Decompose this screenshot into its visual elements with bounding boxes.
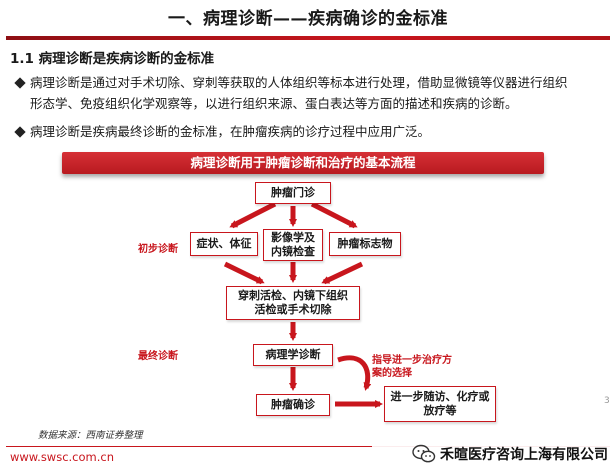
- node-tumor-clinic-label: 肿瘤门诊: [271, 186, 315, 199]
- arrow-clinic-markers: [310, 201, 358, 229]
- guidance-note: 指导进一步治疗方 案的选择: [372, 354, 452, 380]
- node-followup-label-1: 进一步随访、化疗或: [390, 390, 490, 403]
- node-biopsy-label-1: 穿刺活检、内镜下组织: [238, 289, 348, 302]
- section-heading: 1.1 病理诊断是疾病诊断的金标准: [10, 51, 215, 67]
- watermark-text: 禾暄医疗咨询上海有限公司: [440, 447, 608, 463]
- node-biopsy: 穿刺活检、内镜下组织 活检或手术切除: [226, 286, 360, 320]
- node-symptoms-label: 症状、体征: [196, 237, 252, 250]
- node-tumor-markers: 肿瘤标志物: [329, 232, 401, 256]
- stage-final-diagnosis: 最终诊断: [138, 351, 178, 362]
- flowchart-header: 病理诊断用于肿瘤诊断和治疗的基本流程: [62, 152, 544, 174]
- node-tumor-clinic: 肿瘤门诊: [255, 182, 331, 204]
- footer-divider: [6, 446, 610, 447]
- node-pathology-diagnosis: 病理学诊断: [253, 344, 333, 366]
- bullet-1-line-1: 病理诊断是通过对手术切除、穿刺等获取的人体组织等标本进行处理，借助显微镜等仪器进…: [30, 75, 568, 90]
- arrow-clinic-symptoms: [229, 201, 277, 229]
- node-symptoms: 症状、体征: [190, 232, 258, 256]
- node-pathology-diagnosis-label: 病理学诊断: [265, 348, 321, 361]
- node-biopsy-label-2: 活检或手术切除: [254, 303, 332, 316]
- page-title: 一、病理诊断——疾病确诊的金标准: [168, 9, 448, 29]
- arrow-symptoms-biopsy: [223, 261, 265, 285]
- bullet-1-line-2: 形态学、免疫组织化学观察等，以进行组织来源、蛋白表达等方面的描述和疾病的诊断。: [30, 96, 518, 111]
- guidance-note-line-2: 案的选择: [372, 368, 412, 379]
- data-source: 数据来源：西南证券整理: [38, 430, 143, 441]
- node-followup: 进一步随访、化疗或 放疗等: [384, 386, 496, 422]
- arrow-markers-biopsy: [321, 261, 364, 285]
- node-imaging-label-2: 内镜检查: [271, 245, 315, 258]
- node-tumor-markers-label: 肿瘤标志物: [337, 237, 393, 250]
- node-imaging: 影像学及 内镜检查: [263, 229, 323, 261]
- footer-url[interactable]: www.swsc.com.cn: [10, 450, 115, 464]
- stage-initial-diagnosis: 初步诊断: [138, 244, 178, 255]
- arrow-guidance-curve: [337, 355, 372, 391]
- node-tumor-confirmed-label: 肿瘤确诊: [271, 398, 315, 411]
- node-tumor-confirmed: 肿瘤确诊: [256, 394, 330, 416]
- title-divider: [6, 36, 610, 40]
- node-followup-label-2: 放疗等: [423, 404, 457, 417]
- bullet-2-line-1: 病理诊断是疾病最终诊断的金标准，在肿瘤疾病的诊疗过程中应用广泛。: [30, 124, 431, 139]
- node-imaging-label-1: 影像学及: [271, 231, 315, 244]
- guidance-note-line-1: 指导进一步治疗方: [372, 355, 452, 366]
- wechat-icon: [412, 444, 436, 463]
- watermark: 禾暄医疗咨询上海有限公司: [372, 440, 612, 468]
- page-number: 3: [604, 396, 610, 406]
